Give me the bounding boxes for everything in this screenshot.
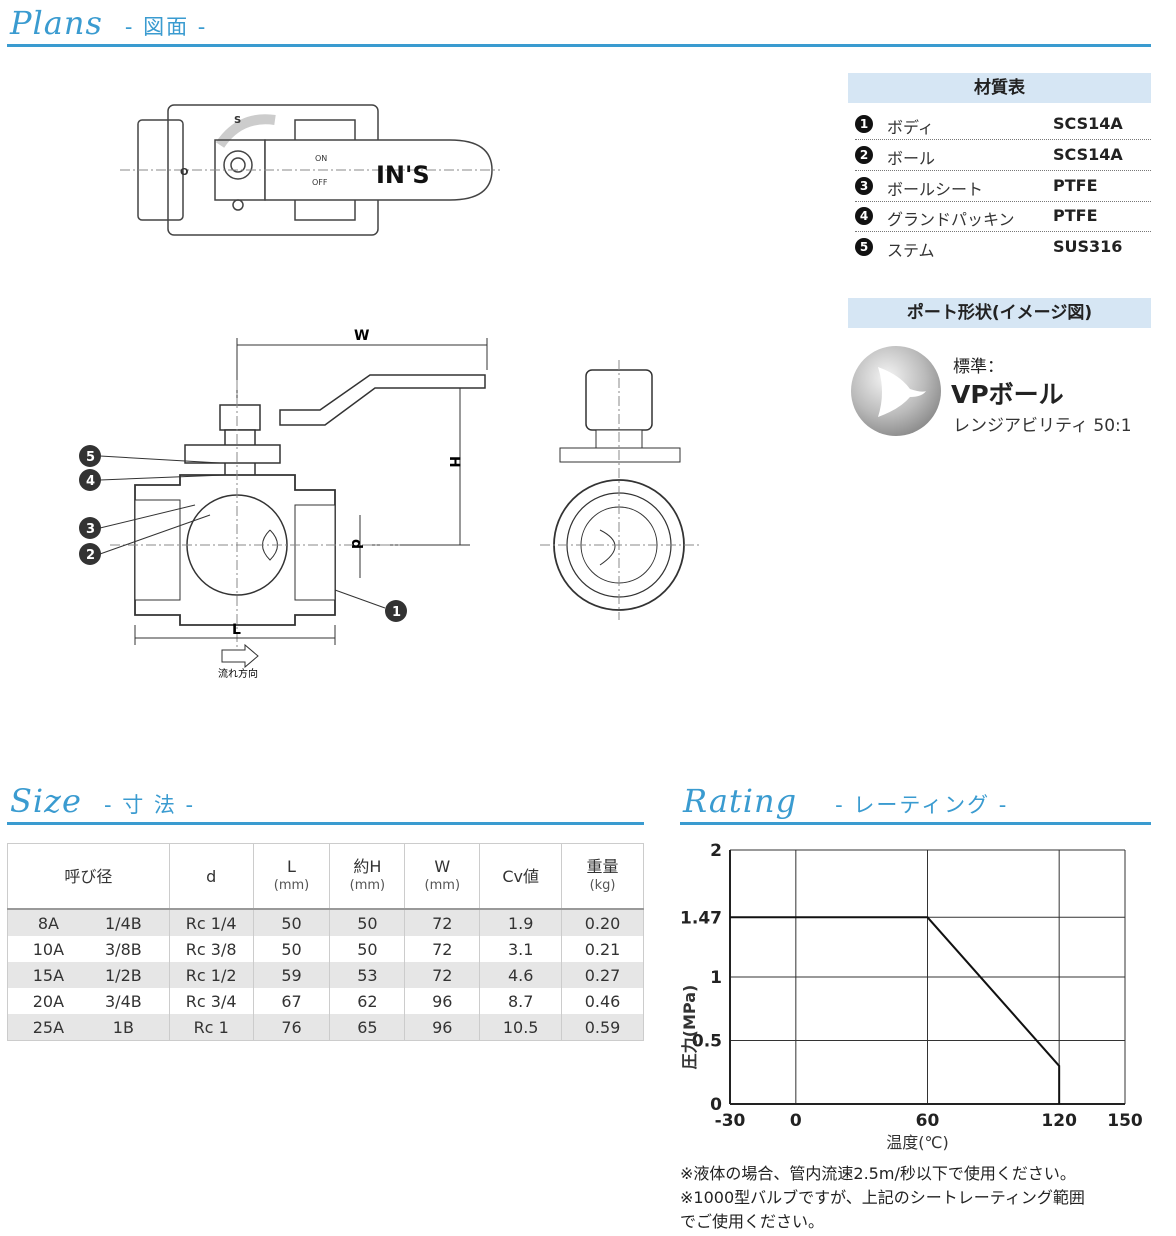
rating-note-3: でご使用ください。 — [680, 1212, 825, 1231]
x-tick-label: 60 — [916, 1111, 940, 1131]
plans-script-title: Plans — [10, 4, 103, 42]
header-cv: Cv値 — [479, 843, 563, 910]
svg-text:2: 2 — [86, 548, 95, 563]
x-tick-label: 120 — [1041, 1111, 1077, 1131]
scale-s: S — [234, 115, 241, 126]
y-axis-label: 圧力(MPa) — [680, 985, 699, 1070]
x-tick-label: 150 — [1107, 1111, 1143, 1131]
header-h: 約H(mm) — [329, 843, 406, 910]
plans-jp-title: - 図面 - — [124, 15, 208, 39]
off-label: OFF — [312, 178, 328, 187]
x-axis-label: 温度(℃) — [886, 1133, 948, 1152]
y-tick-label: 0.5 — [692, 1032, 722, 1052]
callout-1: 1 — [334, 589, 407, 622]
size-jp-title: - 寸 法 - — [103, 793, 196, 817]
header-nominal: 呼び径 — [7, 843, 170, 910]
rating-note-2: ※1000型バルブですが、上記のシートレーティング範囲 — [680, 1188, 1085, 1207]
y-tick-label: 2 — [710, 841, 722, 861]
flow-direction-label: 流れ方向 — [218, 667, 258, 680]
rating-script-title: Rating — [683, 782, 798, 820]
valve-top-view-drawing: ON OFF IN'S S O — [120, 104, 500, 236]
port-rangeability: レンジアビリティ 50:1 — [953, 416, 1132, 436]
header-w: W(mm) — [404, 843, 481, 910]
header-l: L(mm) — [253, 843, 331, 910]
dim-w-label: W — [354, 328, 369, 344]
callout-2: 2 — [79, 514, 211, 565]
svg-text:5: 5 — [86, 450, 95, 465]
plans-divider — [7, 44, 1151, 47]
rating-note-1: ※液体の場合、管内流速2.5m/秒以下で使用ください。 — [680, 1164, 1076, 1183]
materials-title: 材質表 — [848, 73, 1151, 103]
header-weight: 重量(kg) — [561, 843, 644, 910]
rating-jp-title: - レーティング - — [835, 793, 1009, 817]
port-standard-label: 標準： — [953, 357, 1004, 377]
material-row: 1 ボディ SCS14A — [855, 109, 1151, 140]
svg-text:3: 3 — [86, 522, 95, 537]
material-row: 3 ボールシート PTFE — [855, 171, 1151, 202]
size-header-row: 呼び径 d L(mm) 約H(mm) W(mm) Cv値 重量(kg) — [7, 843, 644, 910]
rating-section-title: Rating - レーティング - — [683, 782, 1008, 820]
plans-section-title: Plans - 図面 - — [10, 4, 207, 42]
header-d: d — [169, 843, 254, 910]
material-row: 2 ボール SCS14A — [855, 140, 1151, 171]
brand-logo: IN'S — [376, 161, 430, 189]
callout-4: 4 — [79, 469, 226, 491]
dim-d-label: d — [348, 539, 364, 549]
material-row: 5 ステム SUS316 — [855, 232, 1151, 262]
port-title: ポート形状(イメージ図) — [848, 298, 1151, 328]
svg-text:4: 4 — [86, 474, 95, 489]
valve-section-drawing: W H d L 流れ方向 5 4 3 2 — [79, 328, 700, 680]
x-tick-label: 0 — [790, 1111, 802, 1131]
rating-divider — [680, 822, 1151, 825]
callout-3: 3 — [79, 504, 196, 539]
size-script-title: Size — [10, 782, 82, 820]
on-label: ON — [315, 154, 327, 163]
material-row: 4 グランドパッキン PTFE — [855, 201, 1151, 232]
scale-o: O — [180, 167, 189, 178]
x-tick-label: -30 — [715, 1111, 746, 1131]
callout-5: 5 — [79, 445, 221, 467]
vp-ball-icon — [851, 346, 941, 436]
rating-series-line — [730, 916, 1061, 1104]
size-section-title: Size - 寸 法 - — [10, 782, 195, 820]
y-tick-label: 1.47 — [680, 908, 722, 928]
dim-h-label: H — [446, 456, 462, 468]
svg-text:1: 1 — [392, 605, 401, 620]
y-tick-label: 0 — [710, 1095, 722, 1115]
size-divider — [7, 822, 644, 825]
y-tick-label: 1 — [710, 968, 722, 988]
dim-l-label: L — [232, 622, 241, 638]
port-name: VPボール — [951, 380, 1064, 409]
